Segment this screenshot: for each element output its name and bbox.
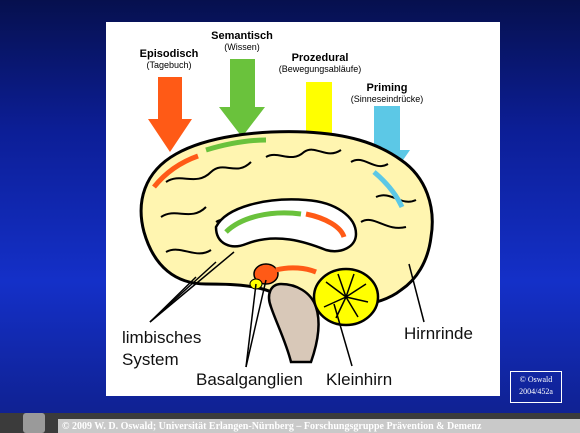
copyright-box: © Oswald 2004/452a [510, 371, 562, 403]
brain-hemisphere [141, 132, 432, 307]
semantic-label-group: Semantisch (Wissen) [206, 30, 278, 52]
basal-ganglia-label: Basalganglien [196, 370, 303, 390]
cerebellum-label: Kleinhirn [326, 370, 392, 390]
footer-text: © 2009 W. D. Oswald; Universität Erlange… [62, 421, 481, 432]
episodic-arrow [148, 77, 192, 152]
copyright-line2: 2004/452a [511, 386, 561, 398]
university-seal-icon [23, 413, 45, 433]
limbic-system-label-line2: System [122, 350, 179, 370]
semantic-title: Semantisch [206, 30, 278, 42]
procedural-title: Prozedural [272, 52, 368, 64]
limbic-system-label-line1: limbisches [122, 328, 201, 348]
priming-label-group: Priming (Sinneseindrücke) [344, 82, 430, 104]
procedural-label-group: Prozedural (Bewegungsabläufe) [272, 52, 368, 74]
procedural-subtitle: (Bewegungsabläufe) [272, 64, 368, 74]
semantic-subtitle: (Wissen) [206, 42, 278, 52]
episodic-title: Episodisch [134, 48, 204, 60]
cortex-label: Hirnrinde [404, 324, 473, 344]
diagram-panel: Episodisch (Tagebuch) Semantisch (Wissen… [106, 22, 500, 396]
copyright-line1: © Oswald [511, 374, 561, 386]
episodic-subtitle: (Tagebuch) [134, 60, 204, 70]
priming-subtitle: (Sinneseindrücke) [344, 94, 430, 104]
episodic-label-group: Episodisch (Tagebuch) [134, 48, 204, 70]
semantic-arrow [219, 59, 265, 137]
priming-title: Priming [344, 82, 430, 94]
cerebellum [314, 269, 378, 325]
